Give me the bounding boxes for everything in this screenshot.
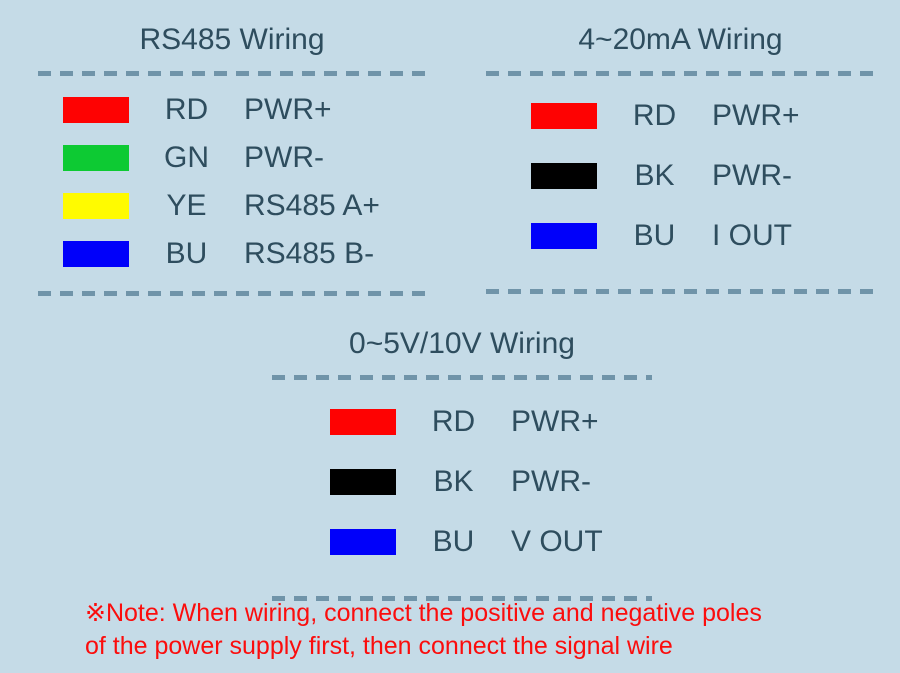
dashed-divider-bottom [38,291,426,296]
wire-color-code: BU [633,219,676,252]
red-wire-swatch [531,103,597,129]
section-title-4-20ma: 4~20mA Wiring [578,23,783,56]
section-0-5v-10v-wiring: 0~5V/10V Wiring RD PWR+ BK PWR- BU V OUT [272,322,652,601]
blue-wire-swatch [531,223,597,249]
red-wire-swatch [330,409,396,435]
wire-signal-label: I OUT [712,219,792,252]
wire-rows: RD PWR+ BK PWR- BU I OUT [486,76,875,280]
section-rs485-wiring: RS485 Wiring RD PWR+ GN PWR- YE RS485 A+… [38,18,426,296]
wire-row: GN PWR- [38,134,426,182]
green-wire-swatch [63,145,129,171]
wire-row: BK PWR- [272,452,652,512]
wire-signal-label: PWR+ [244,93,332,126]
note-line-2: of the power supply first, then connect … [85,632,673,660]
yellow-wire-swatch [63,193,129,219]
section-title-0-5v-10v: 0~5V/10V Wiring [349,327,575,360]
wire-color-code: RD [632,99,677,132]
wire-rows: RD PWR+ BK PWR- BU V OUT [272,380,652,587]
black-wire-swatch [531,163,597,189]
wire-row: BU I OUT [486,206,875,266]
wire-color-code: BU [432,525,475,558]
wire-signal-label: PWR- [244,141,324,174]
wire-row: BU RS485 B- [38,230,426,278]
wire-row: BK PWR- [486,146,875,206]
wire-signal-label: PWR+ [712,99,800,132]
dashed-divider-top [486,71,875,76]
wire-signal-label: RS485 A+ [244,189,380,222]
red-wire-swatch [63,97,129,123]
wire-color-code: GN [164,141,209,174]
wire-row: BU V OUT [272,512,652,572]
wire-signal-label: RS485 B- [244,237,375,270]
wire-row: RD PWR+ [272,392,652,452]
wiring-note: ※Note: When wiring, connect the positive… [85,597,762,663]
blue-wire-swatch [63,241,129,267]
dashed-divider-top [38,71,426,76]
wire-signal-label: V OUT [511,525,603,558]
dashed-divider-bottom [272,596,652,601]
wire-color-code: BU [165,237,208,270]
section-4-20ma-wiring: 4~20mA Wiring RD PWR+ BK PWR- BU I OUT [486,18,875,294]
wire-row: RD PWR+ [38,86,426,134]
wire-rows: RD PWR+ GN PWR- YE RS485 A+ BU RS485 B- [38,76,426,282]
black-wire-swatch [330,469,396,495]
wire-color-code: BK [433,465,474,498]
note-line-1: ※Note: When wiring, connect the positive… [85,599,762,627]
wire-row: YE RS485 A+ [38,182,426,230]
wire-signal-label: PWR- [511,465,591,498]
wire-signal-label: PWR- [712,159,792,192]
wire-signal-label: PWR+ [511,405,599,438]
wire-color-code: RD [431,405,476,438]
dashed-divider-top [272,375,652,380]
blue-wire-swatch [330,529,396,555]
wire-row: RD PWR+ [486,86,875,146]
wire-color-code: BK [634,159,675,192]
wire-color-code: RD [164,93,209,126]
wire-color-code: YE [166,189,207,222]
dashed-divider-bottom [486,289,875,294]
section-title-rs485: RS485 Wiring [139,23,325,56]
